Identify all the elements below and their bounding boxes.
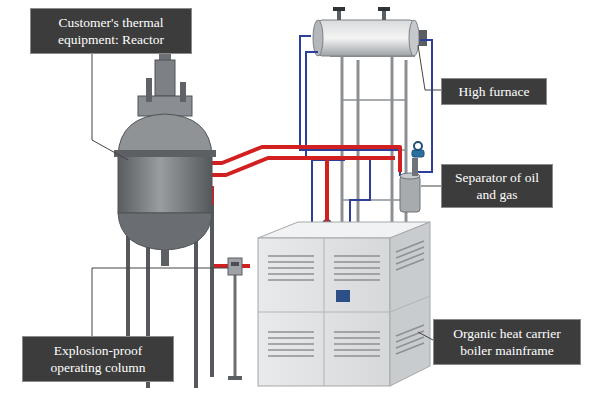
leader-lines [92, 45, 441, 340]
callout-box: Customer's thermal equipment: Reactor [30, 8, 192, 54]
boiler-mainframe [258, 222, 430, 386]
reactor [114, 28, 216, 266]
return-pipes [300, 36, 432, 230]
callout-text: Separator of oil and gas [448, 169, 546, 203]
callout-text: Organic heat carrier boiler mainframe [440, 325, 574, 359]
callout-box: Organic heat carrier boiler mainframe [433, 319, 581, 365]
callout-box: Explosion-proof operating column [22, 336, 174, 382]
callout-text: High furnace [448, 83, 540, 100]
callout-box: Separator of oil and gas [441, 164, 553, 208]
operating-column [228, 258, 242, 380]
callout-text: Customer's thermal equipment: Reactor [37, 14, 185, 48]
callout-box: High furnace [441, 78, 547, 105]
high-furnace [313, 7, 427, 56]
callout-text: Explosion-proof operating column [29, 342, 167, 376]
separator [400, 158, 420, 212]
